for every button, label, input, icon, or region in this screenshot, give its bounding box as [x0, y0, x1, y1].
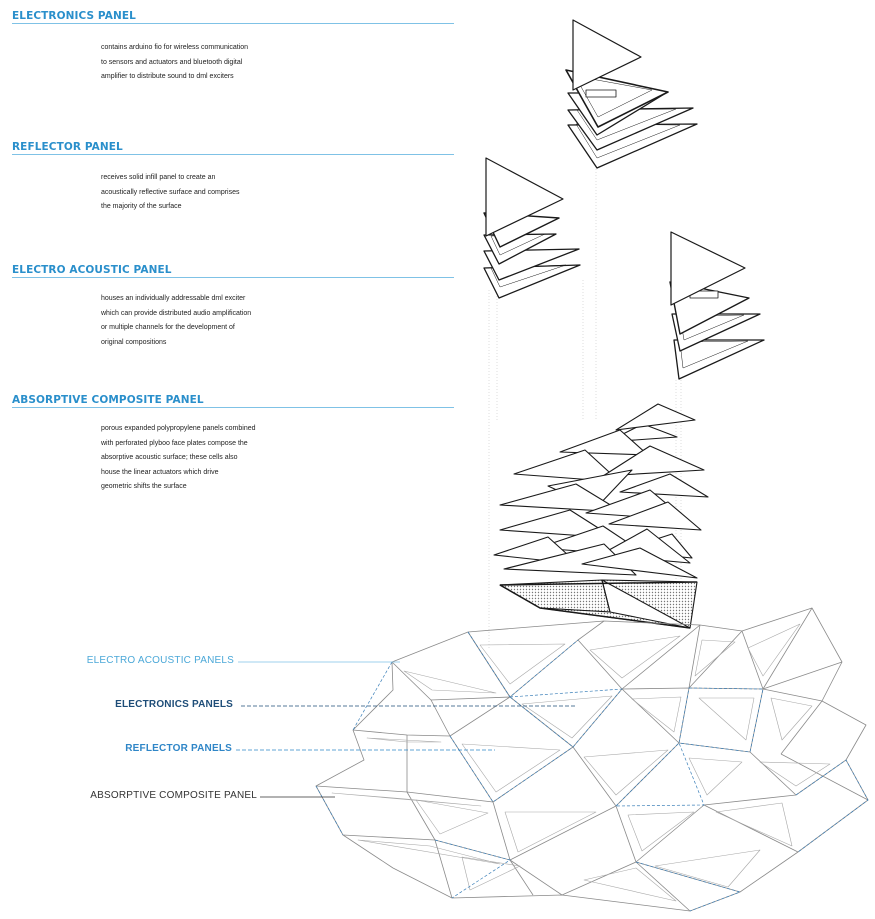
section-rule: [12, 154, 454, 155]
description-line: contains arduino fio for wireless commun…: [101, 44, 249, 51]
section-rule: [12, 277, 454, 278]
section-rule: [12, 23, 454, 24]
section-description-electronics-panel: contains arduino fio for wireless commun…: [101, 41, 341, 85]
description-line: acoustically reflective surface and comp…: [101, 188, 240, 196]
legend-leaders: [236, 661, 575, 798]
section-rule: [12, 407, 454, 408]
description-line: houses an individually addressable dml e…: [101, 295, 246, 302]
reflector-panel-stack: [483, 157, 581, 299]
section-description-electro-acoustic-panel: houses an individually addressable dml e…: [101, 292, 341, 350]
description-line: with perforated plyboo face plates compo…: [101, 439, 248, 447]
surface-inner-triangles: [331, 623, 831, 902]
legend-label-electronics-panels: ELECTRONICS PANELS: [115, 699, 233, 710]
description-line: porous expanded polypropylene panels com…: [101, 425, 256, 432]
section-title-absorptive-composite-panel: ABSORPTIVE COMPOSITE PANEL: [12, 394, 204, 406]
section-title-electronics-panel: ELECTRONICS PANEL: [12, 10, 136, 22]
section-title-reflector-panel: REFLECTOR PANEL: [12, 141, 123, 153]
section-title-electro-acoustic-panel: ELECTRO ACOUSTIC PANEL: [12, 264, 172, 276]
section-description-absorptive-composite-panel: porous expanded polypropylene panels com…: [101, 422, 341, 495]
description-line: original compositions: [101, 338, 167, 346]
section-description-reflector-panel: receives solid infill panel to create an…: [101, 171, 341, 215]
legend-label-electro-acoustic-panels: ELECTRO ACOUSTIC PANELS: [86, 655, 234, 666]
description-line: geometric shifts the surface: [101, 483, 187, 490]
description-line: amplifier to distribute sound to dml exc…: [101, 73, 234, 80]
description-line: which can provide distributed audio ampl…: [101, 309, 252, 317]
legend-label-reflector-panels: REFLECTOR PANELS: [125, 743, 232, 754]
description-line: or multiple channels for the development…: [101, 324, 235, 331]
description-line: house the linear actuators which drive: [101, 468, 219, 476]
absorptive-panel-cluster: [493, 403, 709, 629]
description-line: the majority of the surface: [101, 203, 182, 210]
highlighted-panel-outlines: [315, 631, 869, 912]
legend-label-absorptive-composite-panel: ABSORPTIVE COMPOSITE PANEL: [90, 790, 257, 801]
description-line: receives solid infill panel to create an: [101, 174, 216, 181]
electro-acoustic-panel-stack: [669, 231, 765, 380]
description-line: to sensors and actuators and bluetooth d…: [101, 58, 243, 66]
electronics-panel-stack: [565, 19, 698, 169]
assembled-surface-mesh: [315, 607, 869, 912]
description-line: absorptive acoustic surface; these cells…: [101, 454, 238, 461]
